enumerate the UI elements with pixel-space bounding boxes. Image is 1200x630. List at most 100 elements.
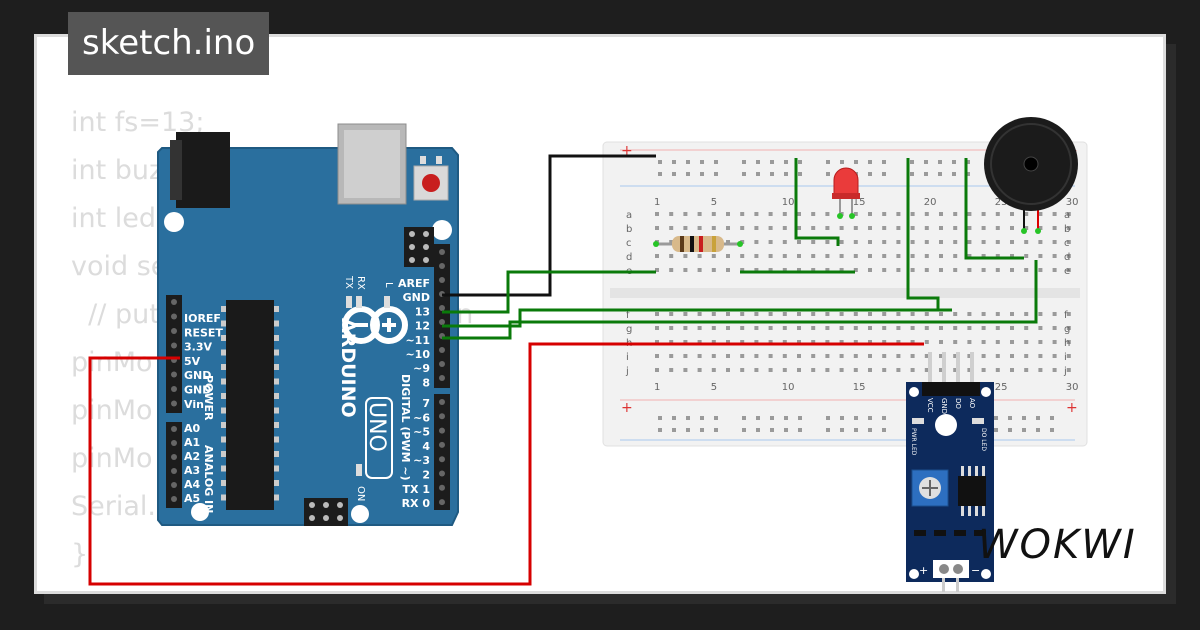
bb-col-number: 30 bbox=[1066, 382, 1079, 393]
l-led-label: L bbox=[383, 282, 394, 288]
digital-pin-label: 4 bbox=[422, 440, 430, 453]
digital-pin-label: GND bbox=[403, 291, 430, 304]
bb-row-letter: j bbox=[625, 366, 629, 377]
bb-row-letter: b bbox=[1064, 224, 1070, 235]
bb-col-number: 5 bbox=[711, 197, 717, 208]
bb-row-letter: i bbox=[626, 352, 629, 363]
bb-row-letter: f bbox=[626, 310, 630, 321]
wire-led-gnd[interactable] bbox=[794, 158, 840, 246]
power-jack bbox=[176, 132, 230, 208]
analog-pin-label: A4 bbox=[184, 478, 201, 491]
resistor[interactable] bbox=[653, 236, 743, 252]
sensor-minus: − bbox=[971, 564, 980, 577]
wires bbox=[88, 154, 1038, 586]
buzzer[interactable] bbox=[984, 117, 1078, 234]
digital-pin-label: TX 1 bbox=[403, 483, 430, 496]
analog-pin-label: A5 bbox=[184, 492, 200, 505]
bb-row-letter: a bbox=[626, 210, 632, 221]
bb-col-number: 15 bbox=[853, 197, 866, 208]
wire-pin11[interactable] bbox=[442, 260, 1038, 340]
wire-buzzer-gnd[interactable] bbox=[964, 158, 1024, 260]
code-line: pinMo bbox=[71, 443, 153, 474]
bb-col-number: 30 bbox=[1066, 197, 1079, 208]
digital-pin-label: 8 bbox=[422, 376, 430, 389]
digital-label: DIGITAL (PWM ~) bbox=[399, 374, 412, 481]
digital-header-bottom bbox=[434, 394, 450, 510]
infinity-icon bbox=[342, 306, 380, 344]
bb-col-number: 1 bbox=[654, 382, 660, 393]
digital-pin-label: 7 bbox=[422, 397, 430, 410]
analog-pin-label: A3 bbox=[184, 464, 200, 477]
arduino-uno[interactable]: IOREFRESET3.3V5VGNDGNDVinA0A1A2A3A4A5ARE… bbox=[157, 123, 459, 526]
bb-row-letter: c bbox=[1064, 238, 1070, 249]
chip-pins bbox=[221, 306, 279, 501]
bb-col-number: 20 bbox=[924, 197, 937, 208]
breadboard-holes bbox=[655, 160, 1071, 432]
code-line: int buz bbox=[71, 155, 164, 186]
analog-pin-label: A0 bbox=[184, 422, 201, 435]
wire-pin13[interactable] bbox=[442, 270, 656, 314]
header-pins bbox=[171, 249, 445, 506]
bb-row-letter: e bbox=[1064, 266, 1070, 277]
wire-pin12[interactable] bbox=[442, 308, 952, 328]
sensor-pin-label: DO bbox=[954, 398, 962, 409]
pin-labels: IOREFRESET3.3V5VGNDGNDVinA0A1A2A3A4A5ARE… bbox=[184, 277, 430, 510]
power-pin-label: GND bbox=[184, 369, 211, 382]
power-jack-side bbox=[170, 140, 182, 200]
wire-5v[interactable] bbox=[88, 342, 924, 586]
digital-pin-label: RX 0 bbox=[402, 497, 431, 510]
power-label: POWER bbox=[202, 375, 215, 421]
bb-row-letter: b bbox=[626, 224, 632, 235]
rx-led-label: RX bbox=[355, 276, 366, 290]
bb-row-letter: j bbox=[1063, 366, 1067, 377]
digital-pin-label: AREF bbox=[398, 277, 430, 290]
mount-hole bbox=[432, 220, 452, 240]
comparator-chip bbox=[958, 476, 986, 506]
sketch-title[interactable]: sketch.ino bbox=[68, 12, 270, 75]
uno-label: UNO bbox=[364, 402, 389, 452]
mount-hole bbox=[351, 505, 369, 523]
digital-pin-label: 12 bbox=[415, 320, 430, 333]
reset-button-cap[interactable] bbox=[422, 174, 440, 192]
rx-led bbox=[356, 296, 362, 308]
digital-pin-label: 2 bbox=[422, 469, 430, 482]
bb-row-letter: d bbox=[1064, 252, 1070, 263]
sensor-mount-hole bbox=[935, 414, 957, 436]
bb-row-letter: c bbox=[626, 238, 632, 249]
uno-badge bbox=[365, 397, 393, 479]
bb-col-number: 25 bbox=[995, 197, 1008, 208]
bb-row-letter: f bbox=[1064, 310, 1068, 321]
power-pin-label: RESET bbox=[184, 326, 223, 339]
power-pin-label: GND bbox=[184, 384, 211, 397]
power-pin-label: IOREF bbox=[184, 312, 221, 325]
tx-led bbox=[346, 296, 352, 308]
digital-pin-label: ~5 bbox=[413, 426, 430, 439]
digital-pin-label: 13 bbox=[415, 305, 430, 318]
analog-pin-label: A1 bbox=[184, 436, 200, 449]
bb-row-letter: h bbox=[1064, 338, 1070, 349]
bb-col-number: 10 bbox=[782, 382, 795, 393]
power-pin-label: 5V bbox=[184, 355, 201, 368]
sensor-plus: + bbox=[919, 564, 928, 577]
bb-col-number: 5 bbox=[711, 382, 717, 393]
bb-col-number: 10 bbox=[782, 197, 795, 208]
digital-header-top bbox=[434, 244, 450, 388]
digital-pin-label: ~10 bbox=[405, 348, 430, 361]
wire-gnd[interactable] bbox=[442, 154, 656, 297]
sensor-pin-label: AO bbox=[968, 398, 976, 409]
sensor-do-led-label: DO LED bbox=[980, 428, 987, 451]
wire-gnd-rail[interactable] bbox=[906, 158, 950, 312]
power-pin-label: Vin bbox=[184, 398, 204, 411]
red-led[interactable] bbox=[832, 167, 860, 219]
bb-plus-bottom-right: + bbox=[1066, 400, 1078, 416]
bb-plus-bottom: + bbox=[621, 400, 633, 416]
wokwi-logo: WOKWI bbox=[978, 522, 1137, 568]
digital-pin-label: ~11 bbox=[405, 334, 430, 347]
bb-row-letter: a bbox=[1064, 210, 1070, 221]
bb-col-number: 15 bbox=[853, 382, 866, 393]
bb-row-letter: i bbox=[1064, 352, 1067, 363]
